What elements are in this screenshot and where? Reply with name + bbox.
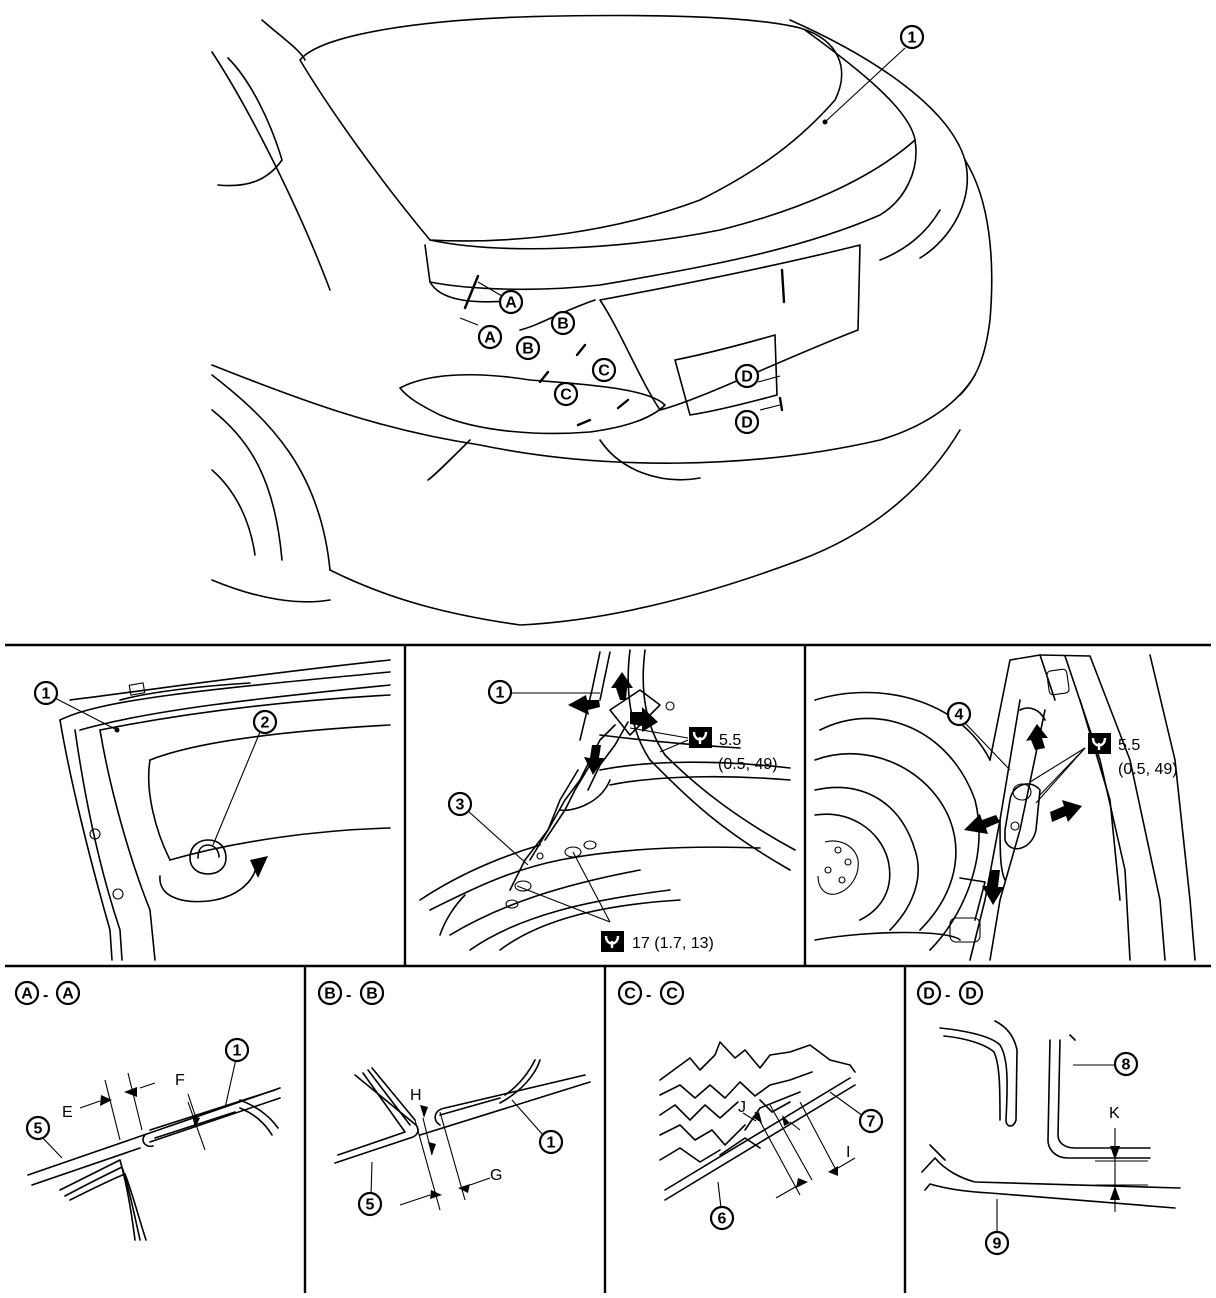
- section-d-d: D - D K 8 9: [916, 980, 1181, 1256]
- svg-text:5.5: 5.5: [1118, 737, 1140, 754]
- gap-label-d-lower: D: [734, 409, 760, 435]
- svg-text:A: A: [62, 986, 74, 1003]
- svg-text:-: -: [43, 987, 48, 1004]
- svg-text:K: K: [1109, 1105, 1120, 1122]
- svg-text:D: D: [923, 986, 935, 1003]
- svg-text:B: B: [522, 341, 534, 358]
- svg-text:17 (1.7, 13): 17 (1.7, 13): [632, 935, 714, 952]
- callout-1-bumper: 1: [33, 680, 120, 733]
- svg-text:1: 1: [233, 1043, 242, 1060]
- section-c-c: C - C J I 6 7: [617, 980, 884, 1231]
- svg-text:8: 8: [1122, 1057, 1131, 1074]
- svg-text:-: -: [945, 987, 950, 1004]
- svg-text:9: 9: [993, 1236, 1002, 1253]
- svg-text:(0.5, 49): (0.5, 49): [718, 756, 778, 773]
- gap-label-c-right: C: [591, 357, 617, 383]
- svg-text:B: B: [324, 986, 336, 1003]
- svg-text:-: -: [646, 987, 651, 1004]
- svg-text:2: 2: [261, 715, 270, 732]
- svg-text:D: D: [741, 369, 753, 386]
- svg-text:A: A: [21, 986, 33, 1003]
- svg-text:A: A: [505, 295, 517, 312]
- gap-label-a-upper: A: [498, 289, 524, 315]
- svg-text:A: A: [484, 330, 496, 347]
- svg-text:B: B: [366, 986, 378, 1003]
- svg-text:5: 5: [366, 1197, 375, 1214]
- callout-1-top: 1: [822, 24, 925, 125]
- svg-text:1: 1: [908, 30, 917, 47]
- svg-text:F: F: [175, 1072, 185, 1089]
- svg-text:B: B: [557, 316, 569, 333]
- gap-label-d-upper: D: [734, 363, 760, 389]
- gap-label-a-lower: A: [477, 324, 503, 350]
- svg-text:1: 1: [547, 1135, 556, 1152]
- section-a-a: A - A E F 5 1: [14, 980, 281, 1241]
- gap-indicators: [459, 268, 786, 427]
- svg-text:(0.5, 49): (0.5, 49): [1118, 761, 1178, 778]
- svg-text:1: 1: [42, 686, 51, 703]
- svg-text:J: J: [738, 1099, 746, 1116]
- svg-text:7: 7: [867, 1114, 876, 1131]
- panel-striker: [814, 654, 1196, 961]
- torque-stay: 17 (1.7, 13): [601, 931, 714, 952]
- svg-text:C: C: [598, 363, 610, 380]
- svg-text:G: G: [490, 1167, 502, 1184]
- svg-text:E: E: [62, 1104, 73, 1121]
- svg-text:D: D: [741, 415, 753, 432]
- svg-text:I: I: [846, 1144, 850, 1161]
- vehicle-rear-view: [211, 14, 993, 626]
- callout-3-gas-stay: 3: [447, 791, 529, 866]
- callout-1-hinge: 1: [487, 679, 600, 705]
- callout-4-striker: 4: [946, 701, 1011, 771]
- torque-hinge: 5.5 (0.5, 49): [689, 727, 778, 773]
- svg-text:4: 4: [955, 707, 964, 724]
- panel-bumper-stopper: [59, 659, 391, 961]
- section-b-b: B - B H G 5 1: [317, 980, 591, 1217]
- svg-text:C: C: [624, 986, 636, 1003]
- svg-text:D: D: [965, 986, 977, 1003]
- gap-label-b-lower: B: [515, 335, 541, 361]
- torque-striker: 5.5 (0.5, 49): [1088, 733, 1178, 778]
- callout-2-bumper-rubber: 2: [212, 709, 278, 846]
- gap-label-c-left: C: [553, 381, 579, 407]
- svg-text:-: -: [346, 987, 351, 1004]
- svg-text:5.5: 5.5: [719, 732, 741, 749]
- svg-text:H: H: [410, 1087, 422, 1104]
- svg-text:3: 3: [456, 797, 465, 814]
- svg-text:C: C: [666, 986, 678, 1003]
- svg-text:C: C: [560, 387, 572, 404]
- svg-text:6: 6: [718, 1211, 727, 1228]
- svg-text:5: 5: [34, 1121, 43, 1138]
- panel-frames: [5, 643, 1211, 1293]
- svg-text:1: 1: [496, 685, 505, 702]
- gap-label-b-upper: B: [550, 310, 576, 336]
- panel-hinge: [419, 649, 796, 951]
